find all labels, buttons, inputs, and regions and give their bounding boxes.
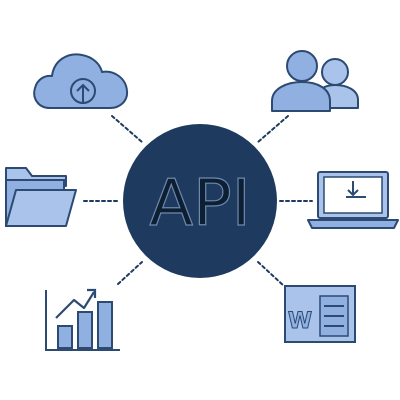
api-hub-label: API <box>149 167 250 241</box>
connector-chart <box>117 261 143 285</box>
connectors <box>83 115 313 287</box>
connector-word <box>257 261 285 287</box>
connector-cloud <box>111 115 143 143</box>
bar-chart-growth-icon <box>45 288 120 351</box>
cloud-upload-icon <box>33 53 129 109</box>
users-icon <box>271 50 359 112</box>
word-document-icon: W <box>284 285 356 343</box>
api-hub-circle <box>123 124 277 278</box>
folder-icon <box>5 167 77 227</box>
word-doc-letter: W <box>288 309 312 334</box>
laptop-download-icon <box>307 171 399 229</box>
connector-users <box>257 115 289 143</box>
api-hub: API <box>123 124 277 278</box>
